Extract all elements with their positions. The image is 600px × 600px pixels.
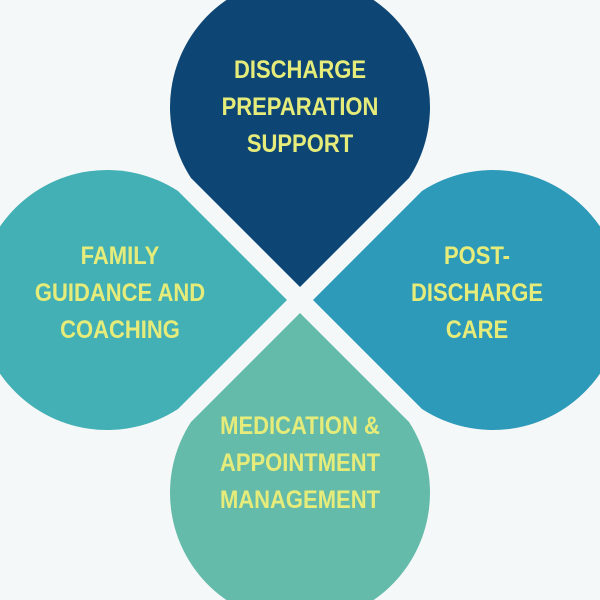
label-line: GUIDANCE AND — [34, 279, 206, 307]
label-line: MEDICATION & — [220, 412, 380, 440]
label-medication-appointment-management: MEDICATION & APPOINTMENT MANAGEMENT — [194, 408, 405, 519]
label-line: FAMILY — [80, 242, 160, 270]
petal-top — [170, 0, 430, 287]
label-line: DISCHARGE — [233, 56, 366, 84]
label-discharge-preparation-support: DISCHARGE PREPARATION SUPPORT — [194, 52, 405, 163]
label-line: MANAGEMENT — [219, 486, 381, 514]
petal-right — [313, 170, 600, 430]
label-line: APPOINTMENT — [219, 449, 381, 477]
label-line: CARE — [445, 316, 509, 344]
label-line: DISCHARGE — [410, 279, 543, 307]
label-line: PREPARATION — [221, 93, 379, 121]
petal-bottom — [170, 313, 430, 600]
label-line: COACHING — [60, 316, 180, 344]
label-line: POST- — [443, 242, 510, 270]
label-line: SUPPORT — [246, 130, 354, 158]
petal-left — [0, 170, 287, 430]
label-family-guidance-coaching: FAMILY GUIDANCE AND COACHING — [14, 238, 225, 349]
label-post-discharge-care: POST- DISCHARGE CARE — [371, 238, 582, 349]
